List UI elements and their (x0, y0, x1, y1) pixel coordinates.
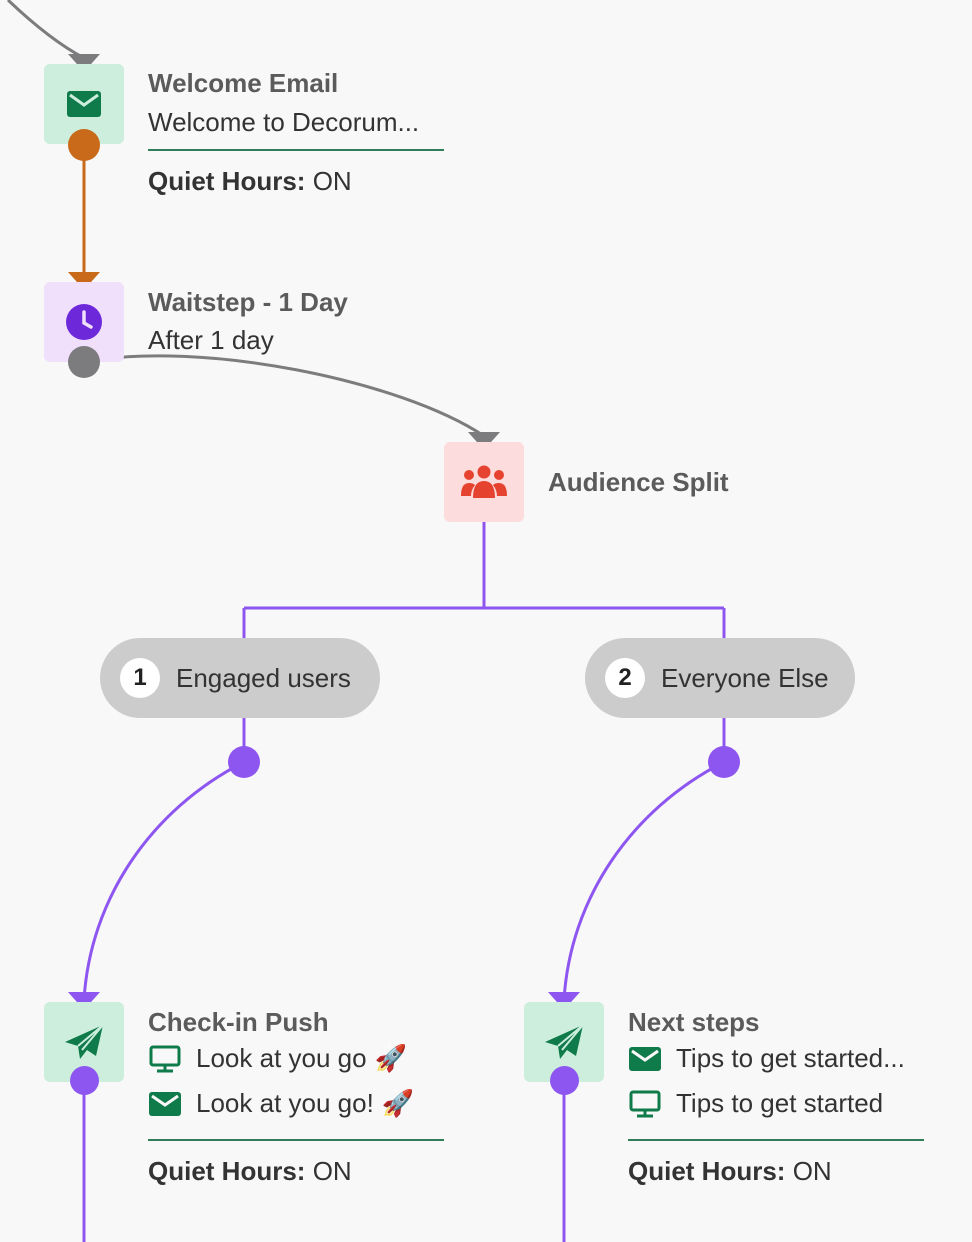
quiet-hours-label: Quiet Hours: (628, 1156, 786, 1186)
waitstep-title: Waitstep - 1 Day (148, 287, 348, 317)
arrow-wait (68, 272, 100, 290)
nextsteps-output-handle[interactable] (550, 1066, 579, 1095)
welcome-email-node[interactable] (44, 64, 124, 144)
envelope-icon (67, 91, 101, 117)
audience-split-node[interactable] (444, 442, 524, 522)
envelope-icon (628, 1045, 662, 1073)
checkin-title: Check-in Push (148, 1007, 329, 1037)
paper-plane-icon (65, 1024, 104, 1059)
edge-incoming (6, 0, 85, 60)
branch1-handle[interactable] (228, 746, 260, 778)
waitstep-output-handle[interactable] (68, 346, 100, 378)
branch-engaged-users[interactable]: 1 Engaged users (100, 638, 380, 718)
quiet-hours-value: ON (312, 1156, 352, 1186)
audience-split-title: Audience Split (548, 467, 729, 497)
line-text: Tips to get started... (676, 1043, 905, 1073)
monitor-icon (628, 1090, 662, 1118)
branch-everyone-else[interactable]: 2 Everyone Else (585, 638, 855, 718)
edge-branch1-curve (82, 760, 245, 1001)
edge-split-fork (242, 522, 726, 640)
line-text: Look at you go! (196, 1088, 374, 1118)
quiet-hours-label: Quiet Hours: (148, 1156, 306, 1186)
arrow-welcome (68, 54, 100, 72)
monitor-icon (148, 1045, 182, 1073)
edge-wait-split (83, 354, 485, 438)
people-group-icon (461, 465, 507, 498)
quiet-hours-label: Quiet Hours: (148, 166, 306, 196)
branch2-handle[interactable] (708, 746, 740, 778)
rocket-emoji: 🚀 (374, 1043, 407, 1073)
nextsteps-quiet-hours: Quiet Hours: ON (628, 1156, 832, 1187)
edge-branch2-curve (562, 760, 725, 1001)
welcome-quiet-hours: Quiet Hours: ON (148, 166, 352, 197)
checkin-quiet-hours: Quiet Hours: ON (148, 1156, 352, 1187)
line-text: Look at you go (196, 1043, 367, 1073)
checkin-divider (148, 1139, 444, 1141)
paper-plane-icon (545, 1024, 584, 1059)
quiet-hours-value: ON (312, 166, 352, 196)
nextsteps-line-email: Tips to get started... (628, 1043, 905, 1074)
rocket-emoji: 🚀 (381, 1088, 415, 1118)
clock-icon (66, 304, 102, 340)
branch-number: 2 (605, 658, 645, 698)
branch-label: Everyone Else (661, 662, 829, 693)
arrow-split (468, 432, 500, 450)
waitstep-subtitle: After 1 day (148, 325, 274, 355)
welcome-divider (148, 149, 444, 151)
nextsteps-divider (628, 1139, 924, 1141)
welcome-title: Welcome Email (148, 68, 339, 98)
nextsteps-title: Next steps (628, 1007, 760, 1037)
nextsteps-line-push: Tips to get started (628, 1088, 883, 1119)
welcome-output-handle[interactable] (68, 129, 100, 161)
welcome-subtitle: Welcome to Decorum... (148, 107, 420, 137)
checkin-output-handle[interactable] (70, 1066, 99, 1095)
arrow-nextsteps (548, 992, 580, 1010)
branch-number: 1 (120, 658, 160, 698)
line-text: Tips to get started (676, 1088, 884, 1118)
arrow-checkin (68, 992, 100, 1010)
checkin-line-email: Look at you go! 🚀 (148, 1088, 414, 1119)
envelope-icon (148, 1090, 182, 1118)
quiet-hours-value: ON (792, 1156, 832, 1186)
checkin-line-push: Look at you go 🚀 (148, 1043, 407, 1074)
branch-label: Engaged users (176, 662, 351, 693)
